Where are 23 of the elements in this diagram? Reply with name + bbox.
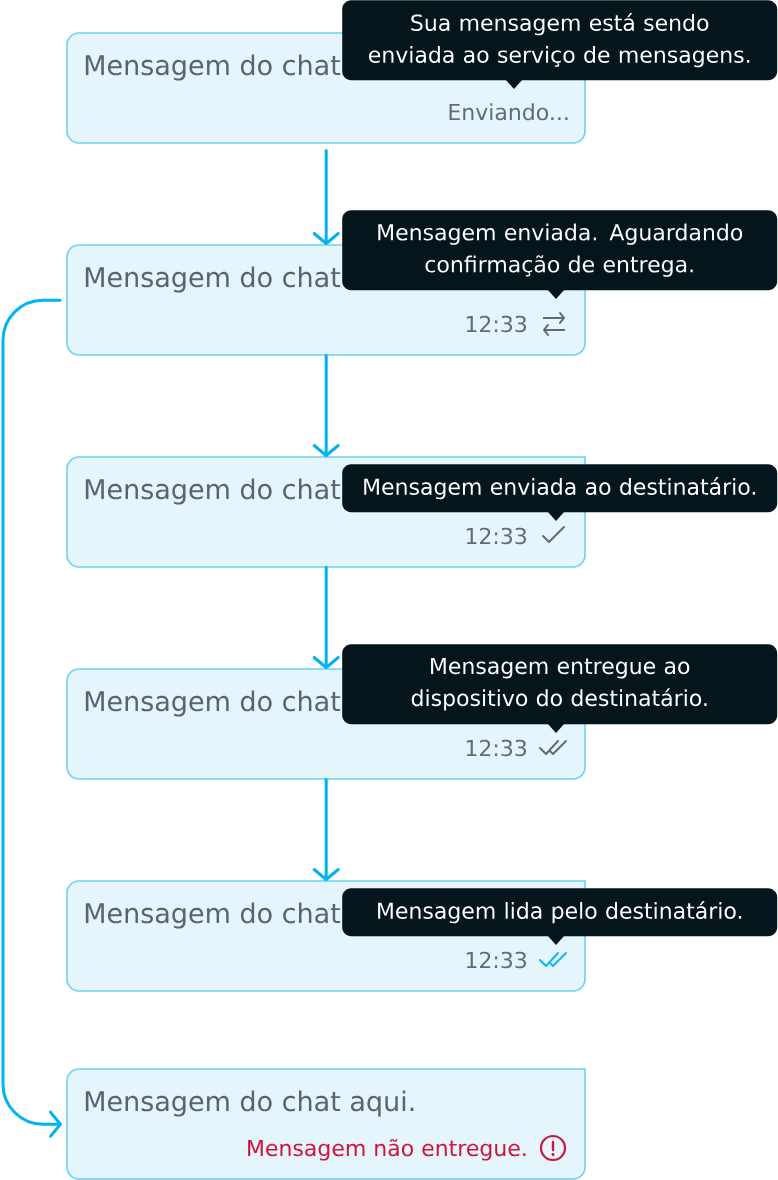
arrow xyxy=(312,565,340,669)
tooltip: Mensagem enviada ao destinatário. xyxy=(342,464,778,521)
arrow xyxy=(1,298,62,1138)
message-text: Mensagem do chat xyxy=(85,54,341,81)
message-text: Mensagem do chat xyxy=(85,690,341,717)
message-text: Mensagem do chat xyxy=(85,478,341,505)
message-text: Mensagem do chat aqui. xyxy=(85,1090,414,1117)
chat-bubble xyxy=(66,1068,586,1180)
message-text: Mensagem do chat xyxy=(85,266,341,293)
arrow xyxy=(312,777,340,881)
status-text: Enviando... xyxy=(449,103,568,121)
message-text: Mensagem do chat xyxy=(85,902,341,929)
tooltip: Mensagem lida pelo destinatário. xyxy=(342,888,778,945)
timestamp: 12:33 xyxy=(466,315,526,333)
tooltip: Mensagem enviada. Aguardando confirmação de entrega. xyxy=(342,210,778,299)
tooltip: Sua mensagem está sendo enviada ao serviço de mensagens. xyxy=(342,0,778,89)
error-text: Mensagem não entregue. xyxy=(248,1138,526,1161)
timestamp: 12:33 xyxy=(466,739,526,757)
timestamp: 12:33 xyxy=(466,527,526,545)
arrow xyxy=(312,353,340,457)
timestamp: 12:33 xyxy=(466,951,526,969)
tooltip: Mensagem entregue ao dispositivo do destinatário. xyxy=(342,644,778,733)
arrow xyxy=(312,148,340,245)
